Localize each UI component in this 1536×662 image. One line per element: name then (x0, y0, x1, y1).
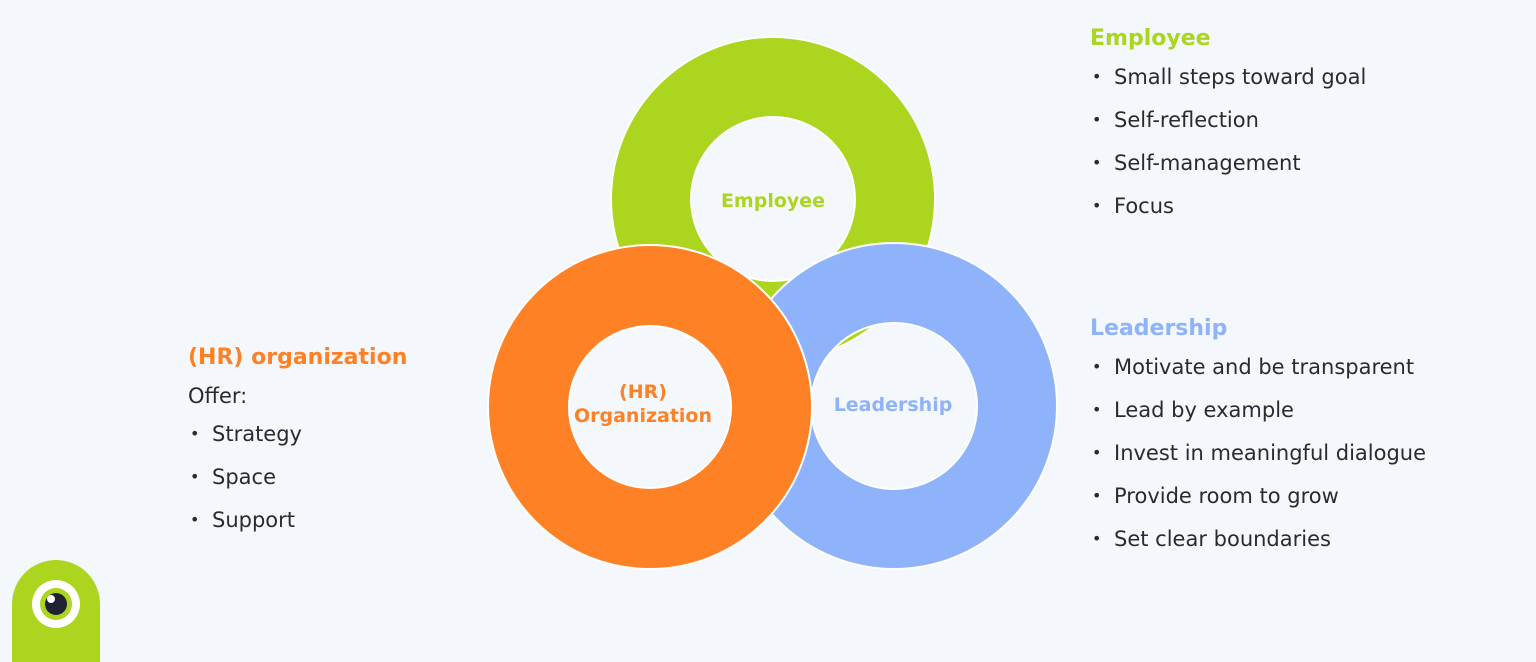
bullet-icon: • (1092, 357, 1102, 376)
list-item: • Support (188, 508, 407, 532)
list-item-text: Self-management (1114, 151, 1301, 175)
list-item: • Provide room to grow (1090, 484, 1426, 508)
list-item-text: Focus (1114, 194, 1174, 218)
list-item-text: Small steps toward goal (1114, 65, 1367, 89)
list-item: • Invest in meaningful dialogue (1090, 441, 1426, 465)
list-item-text: Set clear boundaries (1114, 527, 1331, 551)
hr-organization-list: • Strategy • Space • Support (188, 422, 407, 532)
list-item-text: Support (212, 508, 296, 532)
list-item: • Lead by example (1090, 398, 1426, 422)
leadership-list: • Motivate and be transparent • Lead by ex… (1090, 355, 1426, 551)
organization-circle-label-line1: (HR) (619, 381, 667, 403)
employee-circle-label: Employee (721, 190, 825, 212)
list-item: • Self-reflection (1090, 108, 1366, 132)
bullet-icon: • (1092, 486, 1102, 505)
leadership-title: Leadership (1090, 316, 1228, 341)
list-item-text: Strategy (212, 422, 302, 446)
bullet-icon: • (1092, 443, 1102, 462)
hr-organization-title: (HR) organization (188, 345, 408, 370)
list-item: • Self-management (1090, 151, 1366, 175)
list-item-text: Self-reflection (1114, 108, 1259, 132)
bullet-icon: • (190, 424, 200, 443)
bullet-icon: • (1092, 196, 1102, 215)
eye-logo-icon (12, 560, 100, 662)
leadership-circle-label: Leadership (834, 394, 953, 416)
bullet-icon: • (190, 467, 200, 486)
list-item-text: Space (212, 465, 276, 489)
list-item-text: Invest in meaningful dialogue (1114, 441, 1427, 465)
bullet-icon: • (190, 510, 200, 529)
list-item: • Space (188, 465, 407, 489)
organization-circle-label-line2: Organization (574, 405, 712, 427)
organization-circle (486, 244, 814, 570)
list-item: • Motivate and be transparent (1090, 355, 1426, 379)
employee-title: Employee (1090, 26, 1211, 51)
list-item: • Small steps toward goal (1090, 65, 1366, 89)
bullet-icon: • (1092, 110, 1102, 129)
employee-panel: Employee • Small steps toward goal • Self-… (1090, 26, 1366, 237)
bullet-icon: • (1092, 400, 1102, 419)
list-item-text: Lead by example (1114, 398, 1294, 422)
list-item: • Focus (1090, 194, 1366, 218)
leadership-panel: Leadership • Motivate and be transparent … (1090, 316, 1426, 570)
list-item: • Strategy (188, 422, 407, 446)
hr-organization-panel: (HR) organization Offer: • Strategy • Spac… (188, 345, 407, 551)
list-item-text: Motivate and be transparent (1114, 355, 1415, 379)
list-item-text: Provide room to grow (1114, 484, 1339, 508)
bullet-icon: • (1092, 529, 1102, 548)
bullet-icon: • (1092, 153, 1102, 172)
list-item: • Set clear boundaries (1090, 527, 1426, 551)
employee-list: • Small steps toward goal • Self-reflectio… (1090, 65, 1366, 218)
bullet-icon: • (1092, 67, 1102, 86)
hr-organization-intro: Offer: (188, 384, 248, 408)
